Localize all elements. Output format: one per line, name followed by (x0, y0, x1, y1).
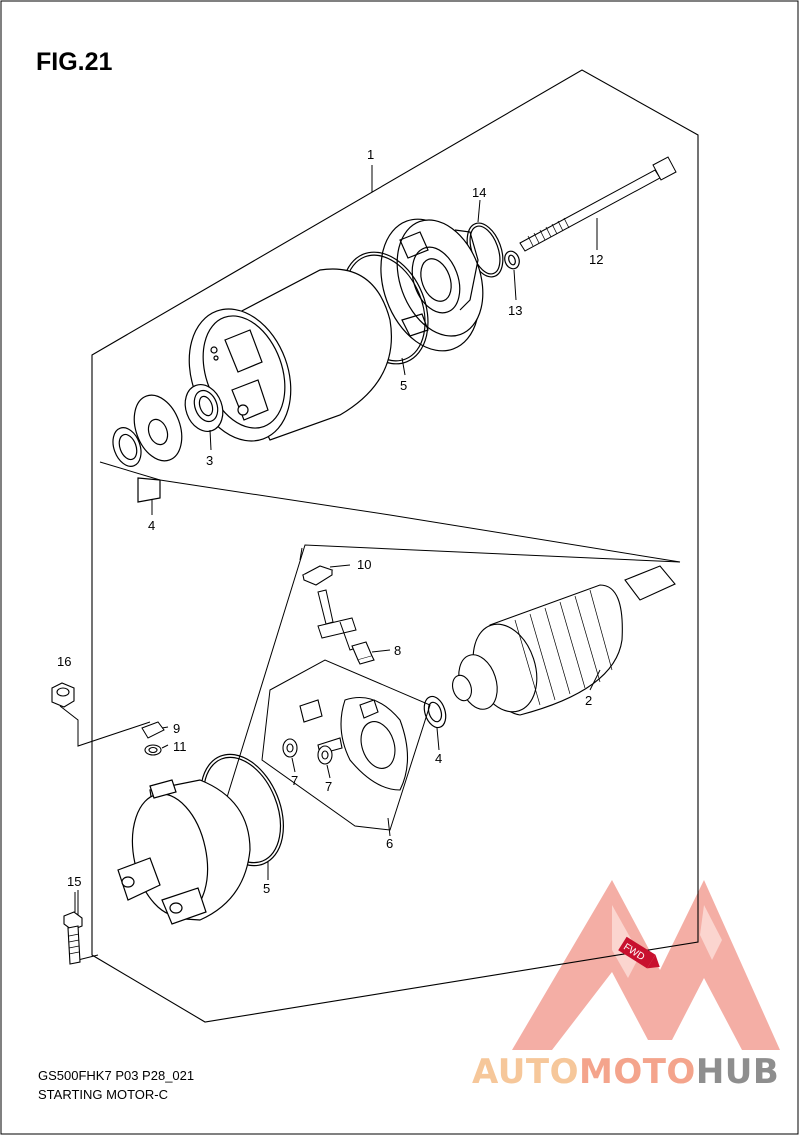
front-end-cover (117, 779, 251, 925)
callout-4-upper: 4 (148, 518, 155, 533)
callout-14: 14 (472, 185, 486, 200)
callout-6: 6 (386, 836, 393, 851)
assembly-boundary (91, 69, 699, 1023)
callout-4-lower: 4 (435, 751, 442, 766)
bolt-15 (63, 911, 83, 965)
callout-5-lower: 5 (263, 881, 270, 896)
model-code: GS500FHK7 P03 P28_021 (38, 1068, 195, 1083)
callout-2: 2 (585, 693, 592, 708)
watermark-moto: MOTO (578, 1052, 696, 1092)
leader-lines (74, 165, 601, 912)
bearing-3 (184, 384, 224, 432)
callout-12: 12 (589, 252, 603, 267)
callout-13: 13 (508, 303, 522, 318)
terminal-bolt (317, 589, 357, 651)
spring-7-right (317, 745, 333, 765)
callout-numbers: 1 14 12 13 5 3 4 10 8 16 9 11 2 4 7 7 6 … (57, 147, 603, 896)
watermark-brand-text: AUTOMOTOHUB (472, 1052, 779, 1092)
callout-1: 1 (367, 147, 374, 162)
washer-13 (504, 250, 520, 270)
assembly-name: STARTING MOTOR-C (38, 1087, 168, 1102)
nut-10 (301, 565, 334, 586)
figure-title: FIG.21 (36, 48, 113, 76)
watermark-auto: AUTO (472, 1052, 579, 1092)
yoke-housing (188, 268, 392, 442)
washer-11 (144, 744, 162, 756)
callout-11: 11 (173, 739, 187, 754)
callout-10: 10 (357, 557, 371, 572)
callout-3: 3 (206, 453, 213, 468)
callout-9: 9 (173, 721, 180, 736)
callout-5-upper: 5 (400, 378, 407, 393)
brush-holder-6 (299, 696, 408, 791)
callout-16: 16 (57, 654, 71, 669)
washer-4-lower (423, 695, 447, 729)
brush-8 (351, 641, 375, 665)
armature-2 (451, 565, 676, 716)
rear-end-cover (380, 218, 484, 352)
washer-9 (141, 721, 165, 739)
callout-7-right: 7 (325, 779, 332, 794)
callout-8: 8 (394, 643, 401, 658)
washer-4-upper (112, 394, 183, 503)
spring-7-left (282, 738, 298, 758)
callout-15: 15 (67, 874, 81, 889)
through-bolt-12 (519, 156, 677, 252)
callout-7-left: 7 (291, 773, 298, 788)
watermark-hub: HUB (695, 1052, 780, 1092)
fwd-badge-icon: FWD (618, 936, 660, 969)
nut-16 (51, 682, 75, 708)
subgroup-divider (99, 461, 681, 821)
brush-plate-group-boundary (261, 659, 431, 831)
